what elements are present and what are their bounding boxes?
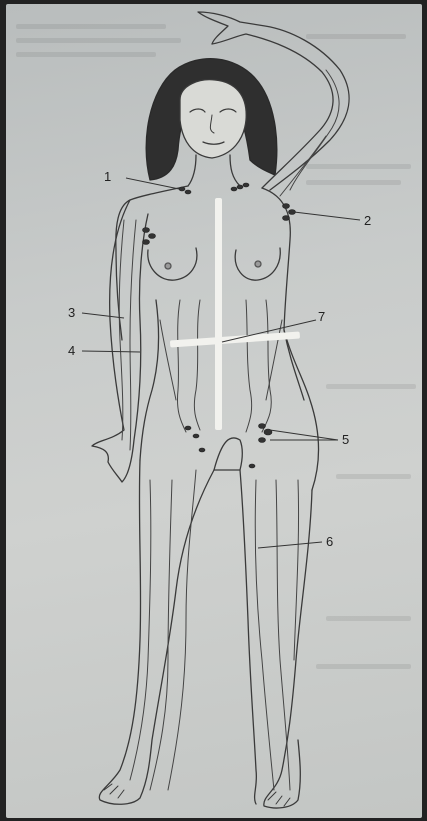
left-nipple: [165, 263, 171, 269]
face: [180, 80, 246, 158]
right-leg: [214, 470, 312, 808]
horizontal-marker: [170, 331, 300, 347]
left-leg: [99, 460, 214, 804]
lymph-vessel: [160, 320, 176, 400]
midline-marker: [215, 198, 222, 430]
lymph-vessel: [130, 220, 136, 450]
callout-label-6: 6: [326, 535, 333, 548]
lymph-node: [283, 216, 290, 221]
lymph-node: [149, 234, 156, 239]
neck: [188, 155, 240, 186]
lymph-vessel: [168, 470, 196, 790]
callout-line-6: [258, 542, 322, 548]
lymph-vessel: [294, 480, 299, 660]
lymph-node: [143, 240, 150, 245]
lymph-node: [243, 183, 249, 187]
callout-line-3: [82, 313, 124, 318]
lymph-node: [283, 204, 290, 209]
torso: [116, 186, 304, 400]
left-hip: [140, 300, 159, 460]
callout-line-5a: [270, 430, 338, 440]
lymph-node: [237, 185, 243, 189]
lymph-node: [185, 426, 191, 430]
lymph-vessel: [177, 300, 186, 432]
left-breast: [148, 248, 197, 280]
lymph-node: [259, 424, 266, 429]
right-foot: [268, 792, 290, 806]
lymph-node: [185, 190, 191, 194]
callout-label-3: 3: [68, 306, 75, 319]
callout-label-4: 4: [68, 344, 75, 357]
lymph-vessel: [150, 480, 172, 790]
lymph-node: [231, 187, 237, 191]
callout-label-5: 5: [342, 433, 349, 446]
lymph-vessel: [255, 480, 274, 790]
lymph-node: [199, 448, 205, 452]
callout-label-1: 1: [104, 170, 111, 183]
lymph-node: [143, 228, 150, 233]
groin: [214, 438, 242, 470]
lymph-node: [193, 434, 199, 438]
callout-label-7: 7: [318, 310, 325, 323]
lymph-vessel: [246, 300, 252, 432]
lymph-vessel: [276, 480, 290, 790]
lymph-vessel: [280, 136, 326, 196]
lymph-node: [249, 464, 255, 468]
lymph-node: [259, 438, 266, 443]
lymph-vessel: [262, 300, 271, 432]
callout-line-2: [294, 212, 360, 220]
right-nipple: [255, 261, 261, 267]
callout-line-4: [82, 351, 140, 352]
callout-label-2: 2: [364, 214, 371, 227]
lymph-vessel: [194, 300, 200, 430]
